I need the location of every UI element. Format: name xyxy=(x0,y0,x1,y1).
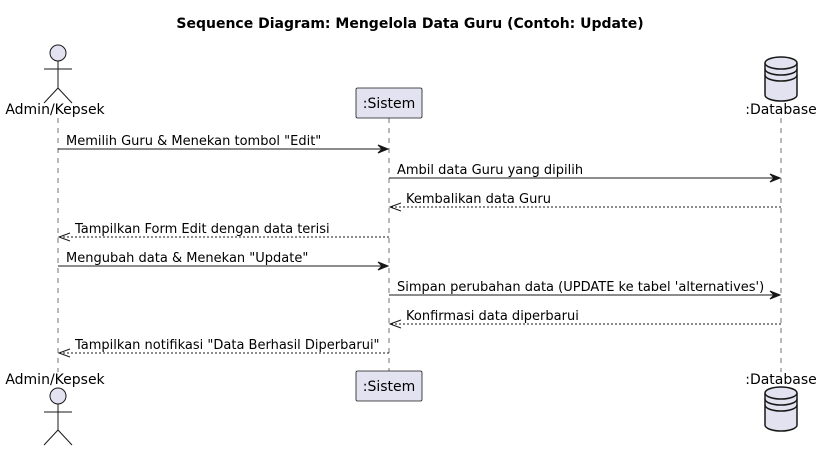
arrow-right-icon xyxy=(377,144,390,154)
arrow-left-icon xyxy=(57,232,71,242)
database-label-bottom: :Database xyxy=(745,372,817,388)
database-cylinder-icon xyxy=(764,386,798,432)
participant-sistem-bottom: :Sistem xyxy=(355,370,423,402)
message-2: Ambil data Guru yang dipilih xyxy=(389,163,782,183)
arrow-left-icon xyxy=(388,202,402,212)
actor-admin-label-bottom: Admin/Kepsek xyxy=(5,372,105,388)
participant-sistem-label-bottom: :Sistem xyxy=(363,379,416,395)
database-label: :Database xyxy=(745,102,817,118)
message-6-label: Simpan perubahan data (UPDATE ke tabel '… xyxy=(397,280,764,295)
arrow-right-icon xyxy=(377,261,390,271)
message-8-label: Tampilkan notifikasi "Data Berhasil Dipe… xyxy=(74,338,380,353)
diagram-title: Sequence Diagram: Mengelola Data Guru (C… xyxy=(176,16,643,32)
database-bottom: :Database xyxy=(745,372,817,432)
stick-figure-icon xyxy=(43,387,73,446)
message-4-label: Tampilkan Form Edit dengan data terisi xyxy=(74,222,330,237)
actor-admin-bottom: Admin/Kepsek xyxy=(5,372,106,446)
arrow-left-icon xyxy=(57,348,71,358)
arrow-right-icon xyxy=(769,290,782,300)
actor-admin-label: Admin/Kepsek xyxy=(5,102,105,118)
participant-sistem-top: :Sistem xyxy=(355,87,423,119)
message-1: Memilih Guru & Menekan tombol "Edit" xyxy=(58,134,390,154)
message-7-label: Konfirmasi data diperbarui xyxy=(406,309,579,324)
message-2-label: Ambil data Guru yang dipilih xyxy=(397,163,583,178)
message-8: Tampilkan notifikasi "Data Berhasil Dipe… xyxy=(57,338,389,358)
message-5: Mengubah data & Menekan "Update" xyxy=(58,251,390,271)
arrow-right-icon xyxy=(769,173,782,183)
message-3-label: Kembalikan data Guru xyxy=(406,192,551,207)
message-6: Simpan perubahan data (UPDATE ke tabel '… xyxy=(389,280,782,300)
message-7: Konfirmasi data diperbarui xyxy=(388,309,781,329)
message-4: Tampilkan Form Edit dengan data terisi xyxy=(57,222,389,242)
stick-figure-icon xyxy=(43,44,73,104)
participant-sistem-label: :Sistem xyxy=(363,96,416,112)
message-1-label: Memilih Guru & Menekan tombol "Edit" xyxy=(66,134,321,149)
database-top: :Database xyxy=(745,56,817,118)
arrow-left-icon xyxy=(388,319,402,329)
database-cylinder-icon xyxy=(764,56,798,102)
actor-admin-top: Admin/Kepsek xyxy=(5,44,106,118)
message-5-label: Mengubah data & Menekan "Update" xyxy=(66,251,308,266)
message-3: Kembalikan data Guru xyxy=(388,192,781,212)
